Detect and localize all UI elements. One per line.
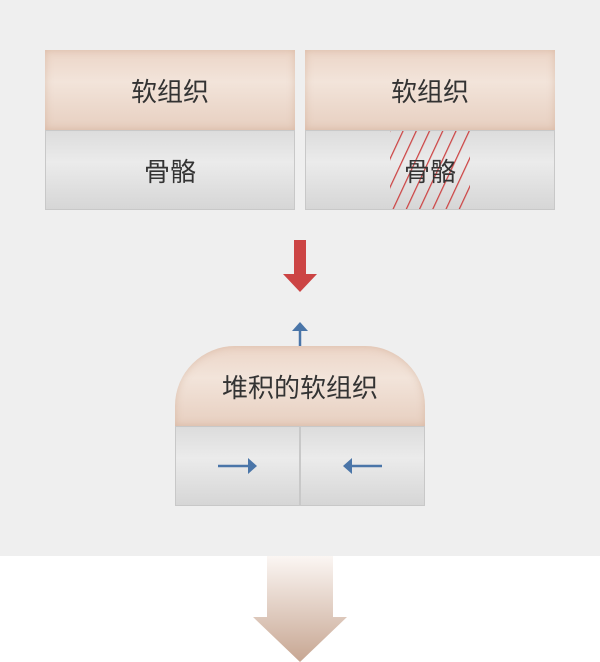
blue-right-arrow [218,458,257,474]
bone-left: 骨骼 [45,130,295,210]
soft-tissue-right: 软组织 [305,50,555,130]
bone-loss-hatch [390,131,470,209]
bone-right-label: 骨骼 [403,157,456,188]
accumulated-soft-tissue: 堆积的软组织 [175,346,425,426]
red-down-arrow [283,240,317,292]
big-down-arrow [253,556,347,662]
blue-left-arrow [343,458,382,474]
soft-tissue-left: 软组织 [45,50,295,130]
